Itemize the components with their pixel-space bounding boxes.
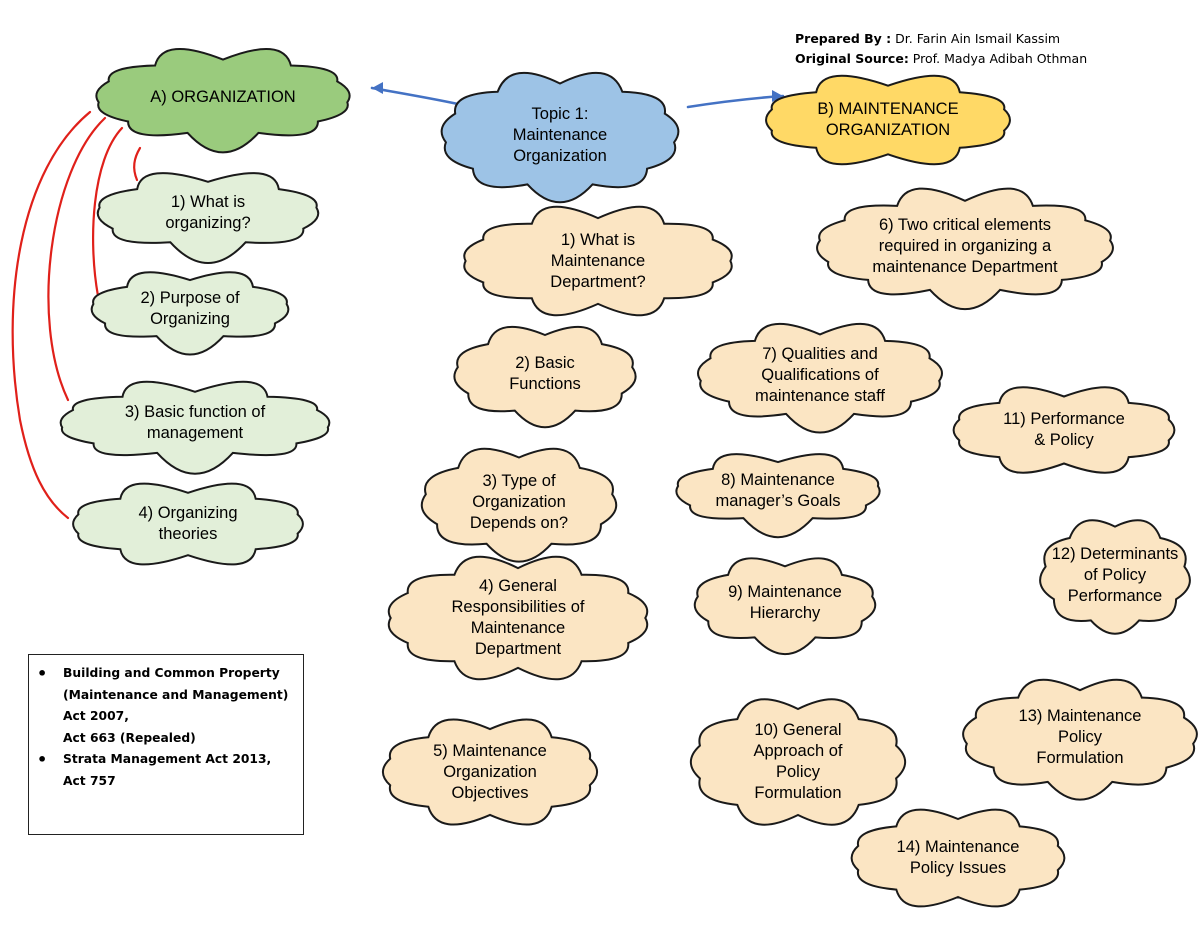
- legislation-list: Building and Common Property (Maintenanc…: [29, 655, 303, 792]
- node-label-b5: 5) Maintenance Organization Objectives: [433, 741, 547, 802]
- node-label-b3: 3) Type of Organization Depends on?: [469, 471, 569, 532]
- arrowhead-topic-to-organization: [372, 82, 383, 94]
- node-label-a3: 3) Basic function of management: [124, 403, 266, 442]
- node-label-a2: 2) Purpose of Organizing: [140, 289, 240, 328]
- connector-topic-to-organization: [370, 86, 460, 106]
- cloud-b3: [420, 447, 618, 563]
- cloud-b4: [387, 555, 649, 681]
- clouds-layer: [59, 48, 1198, 908]
- node-label-b12: 12) Determinants of Policy Performance: [1051, 544, 1179, 605]
- node-label-topic: Topic 1: Maintenance Organization: [512, 104, 608, 165]
- legislation-legend-box: Building and Common Property (Maintenanc…: [28, 654, 304, 835]
- cloud-b13: [962, 678, 1198, 801]
- cloud-topic: [440, 71, 680, 204]
- node-label-a1: 1) What is organizing?: [165, 193, 251, 232]
- node-label-a4: 4) Organizing theories: [138, 504, 238, 543]
- connector-organization-to-a4: [11, 110, 92, 520]
- node-label-b1: 1) What is Maintenance Department?: [550, 230, 646, 291]
- prepared-by-value: Dr. Farin Ain Ismail Kassim: [891, 31, 1061, 46]
- connector-organization-to-a1: [133, 146, 142, 182]
- connector-organization-to-a2: [92, 126, 124, 298]
- cloud-b9: [693, 557, 877, 655]
- prepared-by-label: Prepared By :: [795, 31, 892, 46]
- cloud-b2: [453, 325, 637, 429]
- cloud-b10: [689, 698, 907, 826]
- node-label-b11: 11) Performance & Policy: [1003, 410, 1125, 449]
- node-label-b4: 4) General Responsibilities of Maintenan…: [451, 577, 585, 658]
- connector-organization-to-a3: [47, 116, 107, 402]
- node-label-maintenance: B) MAINTENANCE ORGANIZATION: [817, 100, 959, 139]
- node-label-b14: 14) Maintenance Policy Issues: [896, 838, 1020, 877]
- legislation-item-act-663: Building and Common Property (Maintenanc…: [37, 663, 297, 749]
- cloud-a4: [72, 482, 304, 566]
- cloud-b7: [697, 322, 943, 434]
- cloud-a2: [90, 271, 290, 356]
- cloud-b12: [1039, 519, 1191, 635]
- node-label-b2: 2) Basic Functions: [509, 354, 581, 393]
- cloud-b5: [381, 718, 599, 826]
- node-label-organization: A) ORGANIZATION: [150, 87, 296, 106]
- node-label-b7: 7) Qualities and Qualifications of maint…: [755, 344, 885, 405]
- cloud-b6: [816, 187, 1114, 311]
- node-label-b8: 8) Maintenance manager’s Goals: [715, 471, 841, 510]
- original-source-label: Original Source:: [795, 51, 909, 66]
- prepared-by-credit: Prepared By : Dr. Farin Ain Ismail Kassi…: [795, 31, 1060, 46]
- cloud-a3: [59, 380, 331, 475]
- cloud-b14: [850, 808, 1066, 908]
- connectors-layer: [11, 82, 785, 520]
- node-label-b6: 6) Two critical elements required in org…: [872, 215, 1058, 276]
- cloud-b1: [463, 205, 733, 317]
- cloud-maintenance: [765, 74, 1011, 166]
- node-label-b9: 9) Maintenance Hierarchy: [728, 583, 842, 622]
- node-label-b10: 10) General Approach of Policy Formulati…: [753, 721, 843, 802]
- original-source-value: Prof. Madya Adibah Othman: [908, 51, 1088, 66]
- cloud-organization: [95, 48, 351, 154]
- original-source-credit: Original Source: Prof. Madya Adibah Othm…: [795, 51, 1087, 66]
- cloud-a1: [96, 172, 320, 264]
- arrowhead-topic-to-maintenance: [772, 90, 783, 102]
- node-label-b13: 13) Maintenance Policy Formulation: [1018, 706, 1142, 767]
- cloud-b8: [675, 453, 881, 539]
- legislation-item-act-757: Strata Management Act 2013, Act 757: [37, 749, 297, 792]
- cloud-b11: [952, 386, 1176, 474]
